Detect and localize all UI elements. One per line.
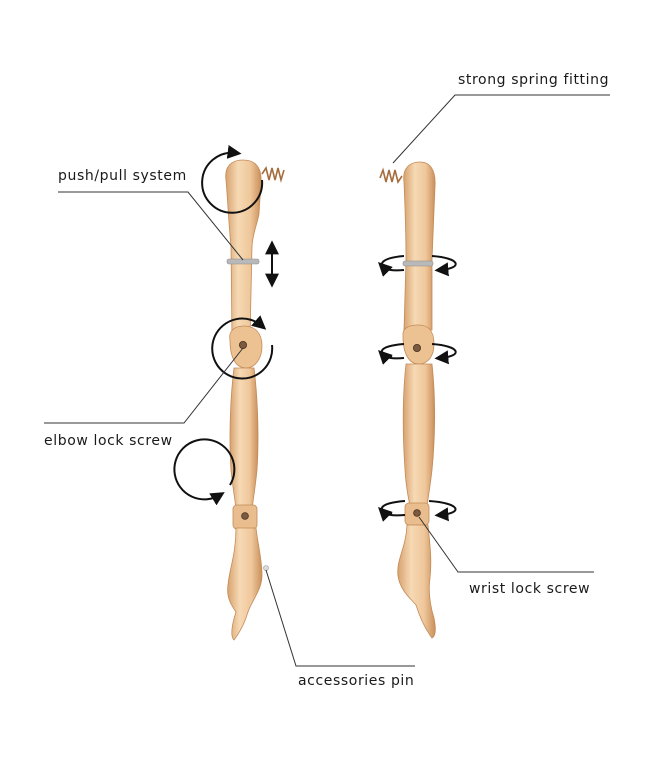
- accessories-pin-icon: [263, 565, 269, 571]
- label-elbow-lock-screw: elbow lock screw: [44, 433, 173, 449]
- right-metal-ring: [402, 260, 434, 267]
- label-wrist-lock-screw: wrist lock screw: [469, 581, 591, 597]
- left-wrist-screw-icon: [241, 512, 249, 520]
- right-upper-arm: [403, 161, 436, 331]
- left-metal-ring: [226, 258, 260, 265]
- right-forearm: [402, 363, 436, 507]
- leader-accessories-pin: [265, 569, 415, 667]
- label-push-pull-system: push/pull system: [58, 168, 187, 184]
- leader-push-pull-system: [58, 191, 244, 261]
- right-shoulder-rotate-arrow-icon: [378, 255, 457, 277]
- right-wrist-rotate-arrow-icon: [378, 500, 457, 522]
- right-elbow-rotate-arrow-icon: [378, 343, 457, 365]
- left-hand: [227, 527, 263, 641]
- left-wrist-rotate-arrow-icon: [173, 438, 236, 506]
- right-elbow-screw-icon: [412, 343, 421, 352]
- leader-lines: [44, 94, 610, 667]
- leader-wrist-lock-screw: [418, 516, 594, 573]
- left-arm: [225, 159, 285, 641]
- label-strong-spring-fitting: strong spring fitting: [458, 72, 610, 88]
- leader-strong-spring-fitting: [392, 94, 610, 164]
- leader-elbow-lock-screw: [44, 347, 244, 424]
- right-arm: [379, 161, 436, 639]
- right-hand: [397, 524, 436, 639]
- left-forearm: [229, 367, 259, 511]
- right-wrist-screw-icon: [413, 509, 421, 517]
- label-accessories-pin: accessories pin: [298, 673, 415, 689]
- left-spring-icon: [261, 166, 285, 184]
- left-shoulder-rotate-arrow-icon: [201, 144, 264, 214]
- right-spring-icon: [379, 167, 403, 184]
- left-upper-arm: [225, 159, 262, 341]
- left-elbow-screw-icon: [238, 340, 247, 349]
- left-elbow-rotate-arrow-icon: [211, 315, 274, 380]
